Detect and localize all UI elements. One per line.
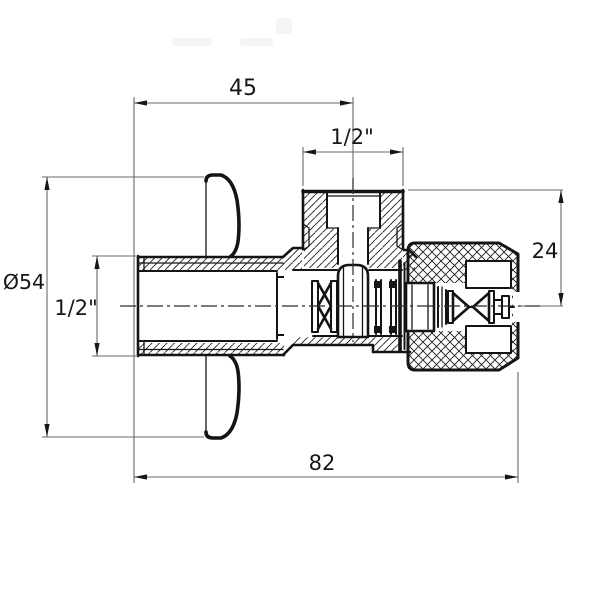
- o-ring: [374, 326, 382, 333]
- arrow-top-thread-right: [390, 149, 403, 155]
- watermark-smudges: [172, 18, 292, 46]
- o-ring-grooves: [375, 279, 397, 335]
- nut-clearance-bottom: [465, 325, 512, 354]
- top-port: [301, 188, 405, 268]
- port-right-wall-hatch: [369, 192, 402, 268]
- o-ring: [389, 326, 397, 333]
- arrow-82-left: [134, 474, 147, 480]
- handle-top-lobe: [206, 175, 239, 257]
- nut-face-bore-opening: [513, 292, 520, 322]
- port-inner-bore: [337, 227, 369, 265]
- extension-lines-top-thread: [302, 147, 404, 186]
- port-counterbore: [326, 190, 381, 229]
- handle-bottom-lobe: [206, 356, 239, 438]
- dim-label-inlet-thread: 1/2": [54, 296, 97, 320]
- watermark-smudge: [240, 38, 273, 46]
- inlet-pipe-top-wall-hatch: [139, 258, 284, 270]
- dim-label-45: 45: [229, 76, 257, 101]
- arrow-top-thread-left: [303, 149, 316, 155]
- spigot-cap: [501, 295, 510, 319]
- handle-bottom-edge: [204, 354, 241, 440]
- arrow-inlet-thread-top: [94, 256, 100, 269]
- inlet-pipe-thread-lines: [138, 262, 284, 351]
- dimension-arrows: [44, 100, 564, 480]
- handle-top-edge: [204, 173, 241, 259]
- port-hex-notches: [302, 223, 404, 251]
- dimension-lines: [42, 97, 564, 483]
- arrow-45-left: [134, 100, 147, 106]
- compression-rings: [437, 286, 447, 328]
- extension-lines-handle: [42, 176, 204, 438]
- watermark-smudge: [172, 38, 212, 46]
- o-ring: [389, 281, 397, 288]
- arrow-54-top: [44, 177, 50, 190]
- compression-sleeve: [404, 281, 436, 333]
- extension-lines-inlet-thread: [92, 255, 136, 357]
- compression-sleeve-lines: [411, 284, 429, 330]
- spigot-neck: [493, 299, 503, 315]
- valve-handle: [204, 173, 241, 440]
- nut-clearance-top: [465, 260, 512, 289]
- port-left-wall-hatch: [304, 192, 337, 268]
- inlet-pipe-bore: [137, 270, 278, 342]
- o-ring: [374, 281, 382, 288]
- arrow-inlet-thread-bottom: [94, 343, 100, 356]
- watermark-smudge: [276, 18, 292, 34]
- insert-cross-section: [451, 291, 491, 323]
- port-outer-walls: [301, 188, 405, 251]
- o-ring-stack: [374, 279, 397, 335]
- dim-label-top-thread: 1/2": [330, 125, 373, 149]
- cartridge-inner-lines: [342, 267, 364, 337]
- arrow-24-top: [558, 190, 564, 203]
- arrow-82-right: [505, 474, 518, 480]
- dim-label-82: 82: [309, 451, 336, 475]
- dim-label-54: Ø54: [3, 270, 45, 294]
- port-thread-steps: [326, 195, 381, 229]
- outlet-nut: [398, 241, 520, 372]
- arrow-24-bottom: [558, 293, 564, 306]
- arrow-45-right: [340, 100, 353, 106]
- dimension-labels: 45 1/2" 24 Ø54 1/2" 82: [3, 76, 558, 475]
- inlet-pipe-outer-edges: [136, 255, 286, 357]
- arrow-54-bottom: [44, 424, 50, 437]
- body-bottom-edges: [281, 343, 412, 357]
- centerlines: [120, 178, 540, 342]
- dim-label-24: 24: [532, 239, 559, 263]
